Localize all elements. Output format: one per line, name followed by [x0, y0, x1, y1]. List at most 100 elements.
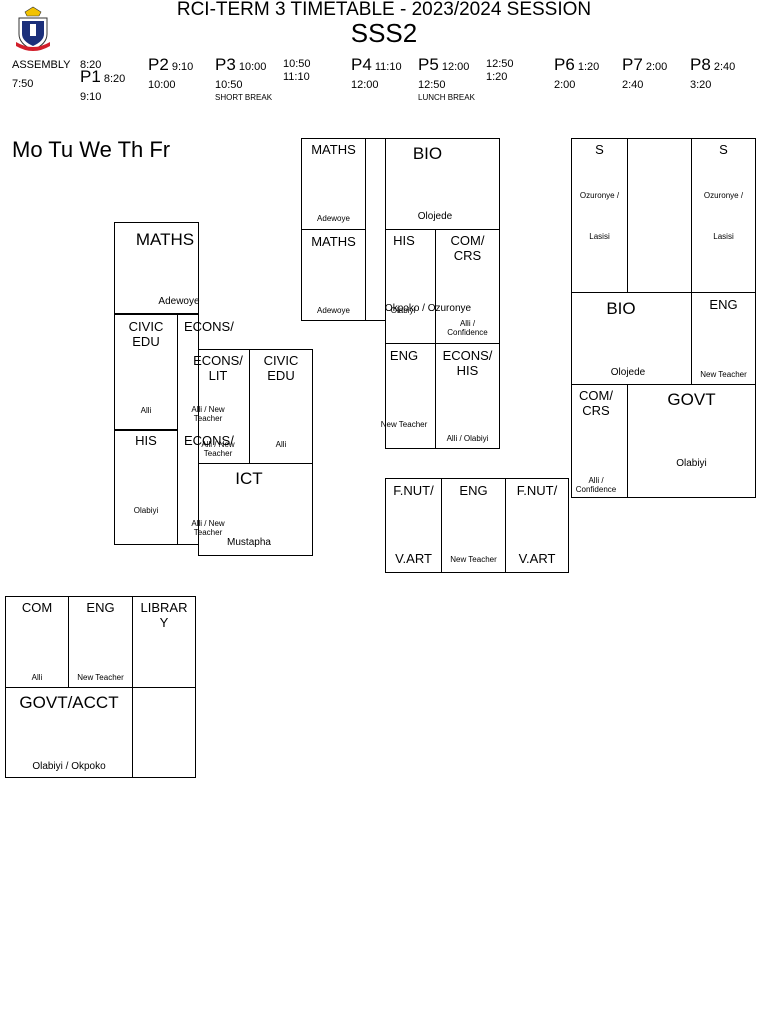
cell-subject: ECONS/ [193, 353, 243, 368]
cell-teacher: Okpoko / Ozuronye [384, 303, 472, 314]
cell-teacher: Olabiyi [676, 458, 707, 469]
cell-subject: COM [21, 600, 53, 615]
short-break-start: 10:50 [283, 58, 311, 70]
period-p4: P4 11:10 [351, 55, 402, 74]
cell-teacher: Adewoye [158, 296, 200, 307]
cell-teacher-line2: Lasisi [589, 232, 610, 241]
cell-subject: F.NUT/ [393, 483, 434, 498]
days-label: Mo Tu We Th Fr [12, 137, 171, 162]
assembly-label: ASSEMBLY [12, 59, 71, 71]
cell-subject: BIO [606, 299, 636, 318]
cell-teacher: New Teacher [700, 370, 747, 379]
cell-teacher: Alli [275, 440, 287, 449]
cell-subject: MATHS [311, 234, 356, 249]
period-p6: P6 1:20 [554, 55, 600, 74]
cell-subject-line2: V.ART [518, 551, 556, 566]
assembly-start: 7:50 [12, 78, 34, 90]
cell-teacher: New Teacher [450, 555, 497, 564]
cell-teacher: Olojede [610, 367, 646, 378]
lunch-break-label: LUNCH BREAK [418, 93, 475, 102]
cell-teacher: Ozuronye / [703, 191, 744, 200]
cell-subject: HIS [135, 433, 157, 448]
cell-subject: ECONS/ [184, 319, 234, 334]
cell-teacher: Olabiyi [133, 506, 159, 515]
cell-teacher: Alli / [588, 476, 604, 485]
cell-subject: ENG [86, 600, 115, 615]
cell-teacher-line2: Teacher [193, 528, 223, 537]
cell-subject: MATHS [311, 142, 356, 157]
cell-teacher: Alli / New [191, 519, 225, 528]
cell-subject-line2: HIS [456, 363, 479, 378]
cell-box [571, 138, 628, 293]
cell-subject-line2: EDU [132, 334, 160, 349]
cell-box [627, 384, 756, 498]
period-p6-end: 2:00 [554, 79, 576, 91]
cell-box [627, 138, 692, 293]
cell-teacher: Adewoye [317, 214, 350, 223]
period-p4-end: 12:00 [351, 79, 379, 91]
cell-subject: CIVIC [128, 319, 164, 334]
short-break-end: 11:10 [283, 71, 310, 83]
cell-teacher: Olojede [417, 211, 453, 222]
lunch-break-start: 12:50 [486, 58, 514, 70]
cell-subject: HIS [393, 233, 415, 248]
assembly-end: 8:20 [80, 59, 102, 71]
cell-teacher: Alli / [459, 319, 476, 328]
cell-teacher-line2: Lasisi [713, 232, 734, 241]
cell-subject: ENG [389, 348, 419, 363]
cell-teacher: Alli / New [191, 405, 225, 414]
cell-subject: COM/ [450, 233, 485, 248]
cell-teacher: Alli [31, 673, 43, 682]
cell-subject: MATHS [135, 230, 195, 249]
period-p8: P8 2:40 [690, 55, 736, 74]
cell-teacher-line2: Confidence [447, 328, 488, 337]
period-p3: P3 10:00 [215, 55, 267, 74]
cell-box [114, 222, 199, 314]
cell-box [691, 138, 756, 293]
cell-box [132, 687, 196, 778]
cell-teacher: Alli / Olabiyi [446, 434, 489, 443]
lunch-break-end: 1:20 [486, 71, 508, 83]
cell-subject-line2: Y [159, 615, 169, 630]
period-p1-end: 9:10 [80, 91, 102, 103]
cell-box [505, 478, 569, 573]
cell-subject-line2: CRS [582, 403, 610, 418]
cell-teacher: Alli [140, 406, 152, 415]
cell-teacher: Alli / New [201, 440, 235, 449]
cell-teacher: New Teacher [77, 673, 124, 682]
timetable-title: RCI-TERM 3 TIMETABLE - 2023/2024 SESSION [176, 0, 592, 20]
period-p7-end: 2:40 [622, 79, 644, 91]
period-p5-end: 12:50 [418, 79, 446, 91]
cell-subject-line2: V.ART [395, 551, 432, 566]
cell-box [177, 314, 199, 545]
cell-subject: S [719, 142, 728, 157]
school-crest-icon [16, 6, 50, 51]
period-p3-end: 10:50 [215, 79, 243, 91]
class-name: SSS2 [350, 18, 418, 48]
period-p2: P2 9:10 [148, 55, 194, 74]
cell-subject-line2: CRS [453, 248, 482, 263]
cell-box [365, 138, 386, 321]
cell-teacher: New Teacher [380, 420, 428, 429]
cell-subject: BIO [412, 144, 443, 163]
cell-subject: GOVT/ACCT [19, 693, 119, 712]
period-p8-end: 3:20 [690, 79, 712, 91]
period-p7: P7 2:00 [622, 55, 668, 74]
cell-teacher: Olabiyi / Okpoko [32, 761, 106, 772]
short-break-label: SHORT BREAK [215, 93, 273, 102]
cell-subject-line2: EDU [267, 368, 295, 383]
cell-teacher: Ozuronye / [579, 191, 620, 200]
cell-subject: F.NUT/ [516, 483, 558, 498]
cell-teacher-line2: Confidence [575, 485, 617, 494]
period-p2-end: 10:00 [148, 79, 176, 91]
cell-subject: GOVT [667, 390, 716, 409]
cell-subject: S [595, 142, 604, 157]
cell-box [198, 463, 313, 556]
cell-subject-line2: LIT [208, 368, 228, 383]
period-p5: P5 12:00 [418, 55, 470, 74]
cell-subject: ECONS/ [442, 348, 493, 363]
cell-subject: ECONS/ [184, 433, 234, 448]
cell-box [435, 343, 500, 449]
cell-subject: LIBRAR [140, 600, 188, 615]
cell-subject: ENG [459, 483, 488, 498]
